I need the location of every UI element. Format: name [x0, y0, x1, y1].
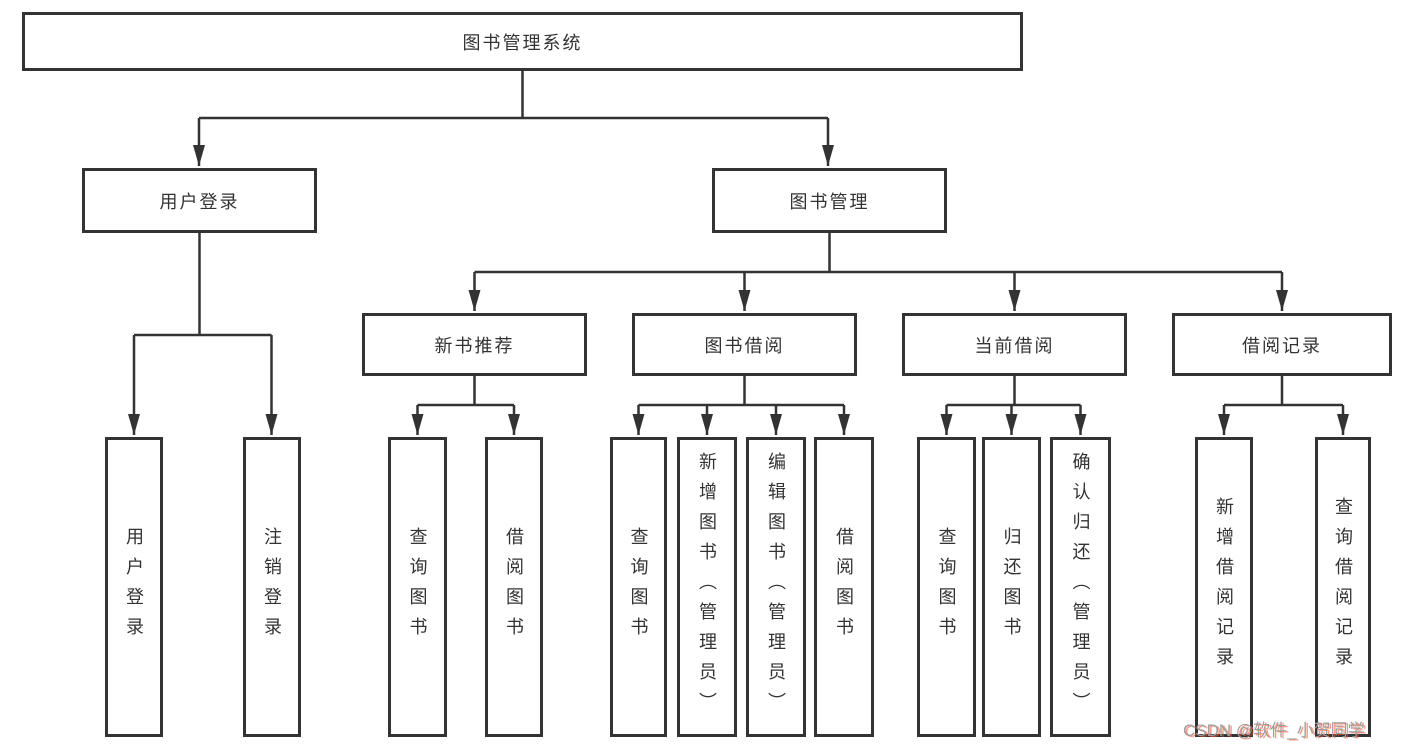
leaf-query-borrow-record: 查询借阅记录: [1315, 437, 1371, 737]
node-user-login: 用户登录: [82, 168, 317, 233]
node-user-login-label: 用户登录: [159, 191, 240, 212]
leaf-borrow-book-recommend-label: 借阅图书: [504, 527, 524, 647]
leaf-logout: 注销登录: [243, 437, 301, 737]
leaf-borrow-book-recommend: 借阅图书: [485, 437, 543, 737]
node-current-borrowing-label: 当前借阅: [974, 335, 1055, 356]
leaf-query-book-current-label: 查询图书: [936, 527, 957, 647]
leaf-query-book-borrowing-label: 查询图书: [628, 527, 649, 647]
node-current-borrowing: 当前借阅: [902, 313, 1127, 376]
leaf-add-borrow-record: 新增借阅记录: [1195, 437, 1253, 737]
connector-rails: [134, 70, 1343, 407]
node-book-borrowing-label: 图书借阅: [704, 335, 785, 356]
node-root: 图书管理系统: [22, 12, 1023, 71]
node-root-label: 图书管理系统: [462, 32, 583, 53]
leaf-query-book-recommend-label: 查询图书: [407, 527, 428, 647]
leaf-borrow-book-borrowing: 借阅图书: [814, 437, 874, 737]
leaf-query-book-recommend: 查询图书: [388, 437, 447, 737]
leaf-user-login: 用户登录: [105, 437, 163, 737]
leaf-return-book: 归还图书: [982, 437, 1041, 737]
node-borrowing-records-label: 借阅记录: [1242, 335, 1322, 356]
leaf-confirm-return-admin: 确认归还（管理员）: [1050, 437, 1111, 737]
node-book-management: 图书管理: [712, 168, 947, 233]
node-book-management-label: 图书管理: [789, 191, 870, 212]
node-new-book-recommend: 新书推荐: [362, 313, 587, 376]
node-new-book-recommend-label: 新书推荐: [434, 335, 515, 356]
leaf-query-borrow-record-label: 查询借阅记录: [1333, 497, 1353, 677]
leaf-confirm-return-admin-label: 确认归还（管理员）: [1070, 452, 1091, 722]
leaf-query-book-borrowing: 查询图书: [610, 437, 667, 737]
node-book-borrowing: 图书借阅: [632, 313, 857, 376]
node-borrowing-records: 借阅记录: [1172, 313, 1392, 376]
leaf-query-book-current: 查询图书: [917, 437, 976, 737]
leaf-borrow-book-borrowing-label: 借阅图书: [834, 527, 854, 647]
leaf-logout-label: 注销登录: [262, 527, 282, 647]
leaf-add-borrow-record-label: 新增借阅记录: [1214, 497, 1234, 677]
leaf-edit-book-admin-label: 编辑图书（管理员）: [766, 452, 786, 722]
leaf-add-book-admin: 新增图书（管理员）: [677, 437, 737, 737]
leaf-user-login-label: 用户登录: [124, 527, 144, 647]
connector-group: [128, 70, 1349, 435]
leaf-add-book-admin-label: 新增图书（管理员）: [697, 452, 717, 722]
leaf-edit-book-admin: 编辑图书（管理员）: [746, 437, 806, 737]
csdn-watermark: CSDN @软件_小贺同学: [1183, 721, 1365, 740]
leaf-return-book-label: 归还图书: [1001, 527, 1022, 647]
